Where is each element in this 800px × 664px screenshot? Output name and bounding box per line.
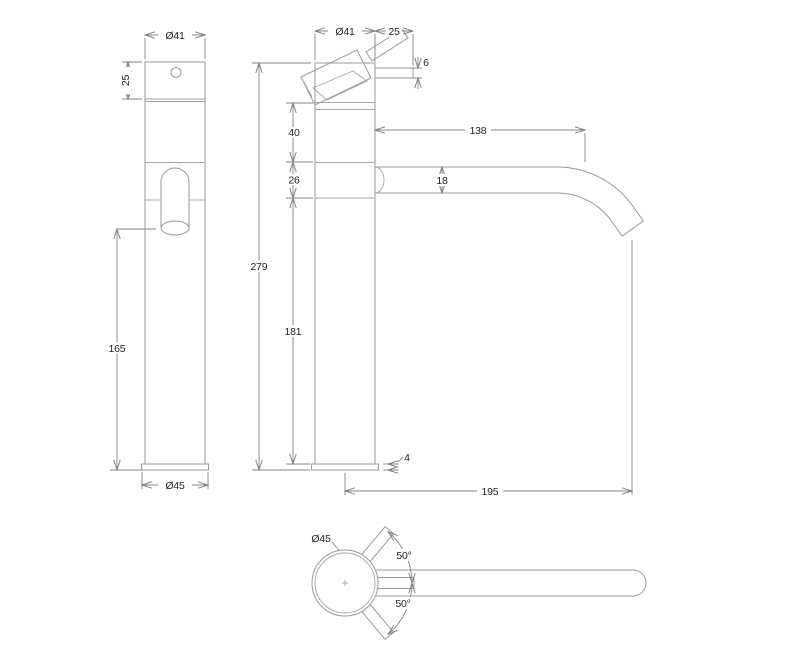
dim-label-side-rod-diameter: 6 [423, 57, 429, 69]
plan-body-circle [314, 552, 376, 614]
dim-label-side-base-thickness: 4 [404, 452, 410, 464]
plan-spout [375, 569, 647, 597]
front-view: Ø41 25 165 Ø45 [104, 29, 209, 492]
front-view-dimensions: Ø41 25 165 Ø45 [104, 29, 208, 492]
plan-view-geometry [311, 525, 647, 641]
dim-label-side-tube-diameter: 18 [436, 175, 448, 187]
side-view-geometry [300, 28, 645, 471]
front-view-geometry [141, 61, 209, 471]
front-body-outline [144, 61, 206, 465]
dim-label-side-handle-reach: 25 [388, 26, 400, 38]
side-handle-tilted [300, 28, 409, 106]
dim-label-side-upper-section: 40 [288, 127, 300, 139]
plan-view-dimensions: 50° 50° Ø45 [311, 532, 415, 635]
dim-label-side-lower-section: 181 [285, 326, 302, 338]
dim-label-plan-swing-up: 50° [396, 550, 411, 562]
dim-label-side-total-reach: 195 [482, 486, 499, 498]
dim-label-front-top-diameter: Ø41 [165, 30, 185, 42]
side-base-plate [311, 463, 379, 471]
front-handle-rod-end [170, 67, 182, 78]
side-spout [374, 166, 645, 237]
side-body-outline [314, 62, 376, 465]
dim-label-side-total-height: 279 [251, 261, 268, 273]
dim-label-plan-swing-down: 50° [395, 598, 410, 610]
front-base-plate [141, 463, 209, 471]
dim-label-front-cap-height: 25 [120, 75, 132, 87]
side-view-dimensions: Ø41 25 6 40 26 1 [248, 25, 632, 498]
dim-label-side-body-diameter: Ø41 [335, 26, 355, 38]
dim-label-side-spout-reach: 138 [470, 125, 487, 137]
dim-label-side-spout-section: 26 [288, 175, 300, 187]
side-view: Ø41 25 6 40 26 1 [248, 25, 645, 498]
plan-view: 50° 50° Ø45 [311, 525, 647, 641]
dim-label-front-outlet-height: 165 [109, 343, 126, 355]
dim-label-front-base-diameter: Ø45 [165, 480, 185, 492]
side-handle-rod-horizontal [374, 67, 414, 79]
front-spout-outlet [160, 167, 190, 236]
dim-label-plan-base-diameter: Ø45 [311, 533, 331, 545]
